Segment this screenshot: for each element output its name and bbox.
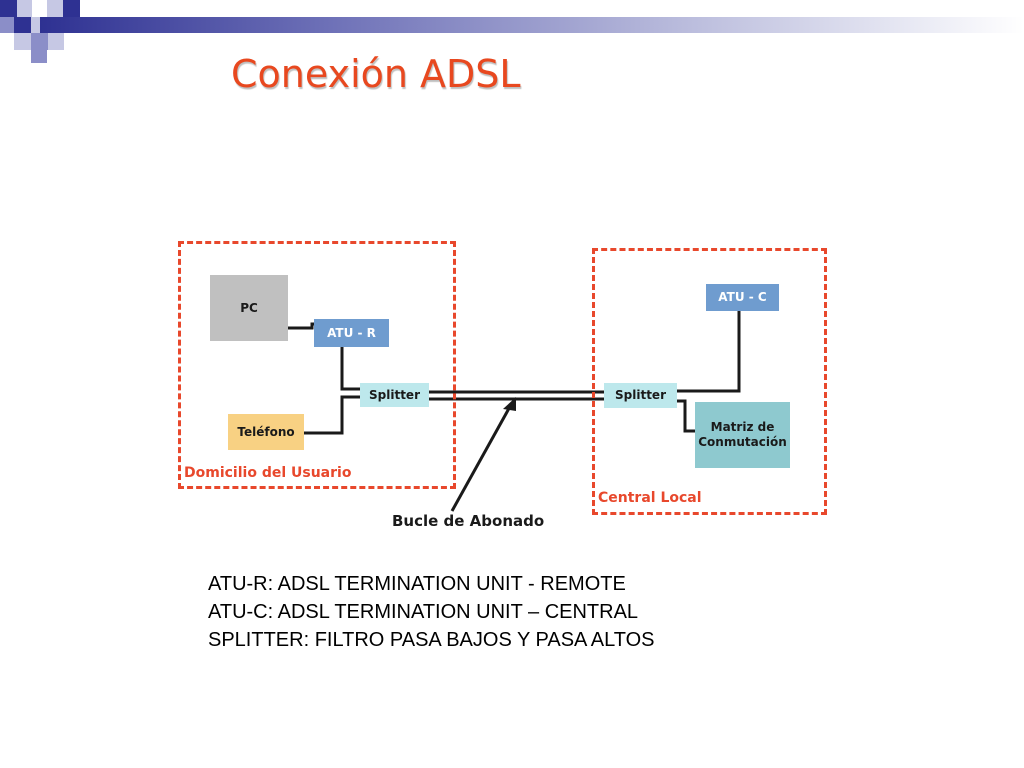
splitter-atu-c-wire (677, 311, 741, 393)
note-splitter: SPLITTER: FILTRO PASA BAJOS Y PASA ALTOS (208, 629, 655, 651)
pc-box: PC (210, 275, 288, 341)
splitter-user-box: Splitter (360, 383, 429, 407)
title-bar-decoration (40, 17, 1024, 33)
user-premises-zone (178, 241, 456, 489)
matriz-conmutacion-box: Matriz de Conmutación (695, 402, 790, 468)
telefono-splitter-wire (304, 395, 360, 435)
central-office-zone (592, 248, 827, 515)
connection-lines (287, 311, 741, 512)
atu-c-box: ATU - C (706, 284, 779, 311)
note-atu-r: ATU-R: ADSL TERMINATION UNIT - REMOTE (208, 573, 626, 595)
adsl-diagram: Domicilio del Usuario Central Local PC A… (127, 231, 887, 541)
loop-arrow-line (450, 402, 514, 512)
splitter-central-box: Splitter (604, 383, 677, 408)
notes-block: ATU-R: ADSL TERMINATION UNIT - REMOTE AT… (208, 570, 654, 654)
slide-title: Conexión ADSL (231, 52, 521, 96)
telefono-box: Teléfono (228, 414, 304, 450)
note-atu-c: ATU-C: ADSL TERMINATION UNIT – CENTRAL (208, 601, 639, 623)
pc-atu-wire (287, 322, 314, 330)
central-office-label: Central Local (598, 490, 702, 506)
splitter-matriz-wire (677, 399, 695, 433)
loop-arrow-head (503, 397, 516, 411)
user-premises-label: Domicilio del Usuario (184, 465, 352, 481)
atu-r-box: ATU - R (314, 319, 389, 347)
atu-r-splitter-wire (340, 347, 360, 391)
bucle-abonado-label: Bucle de Abonado (392, 512, 545, 530)
